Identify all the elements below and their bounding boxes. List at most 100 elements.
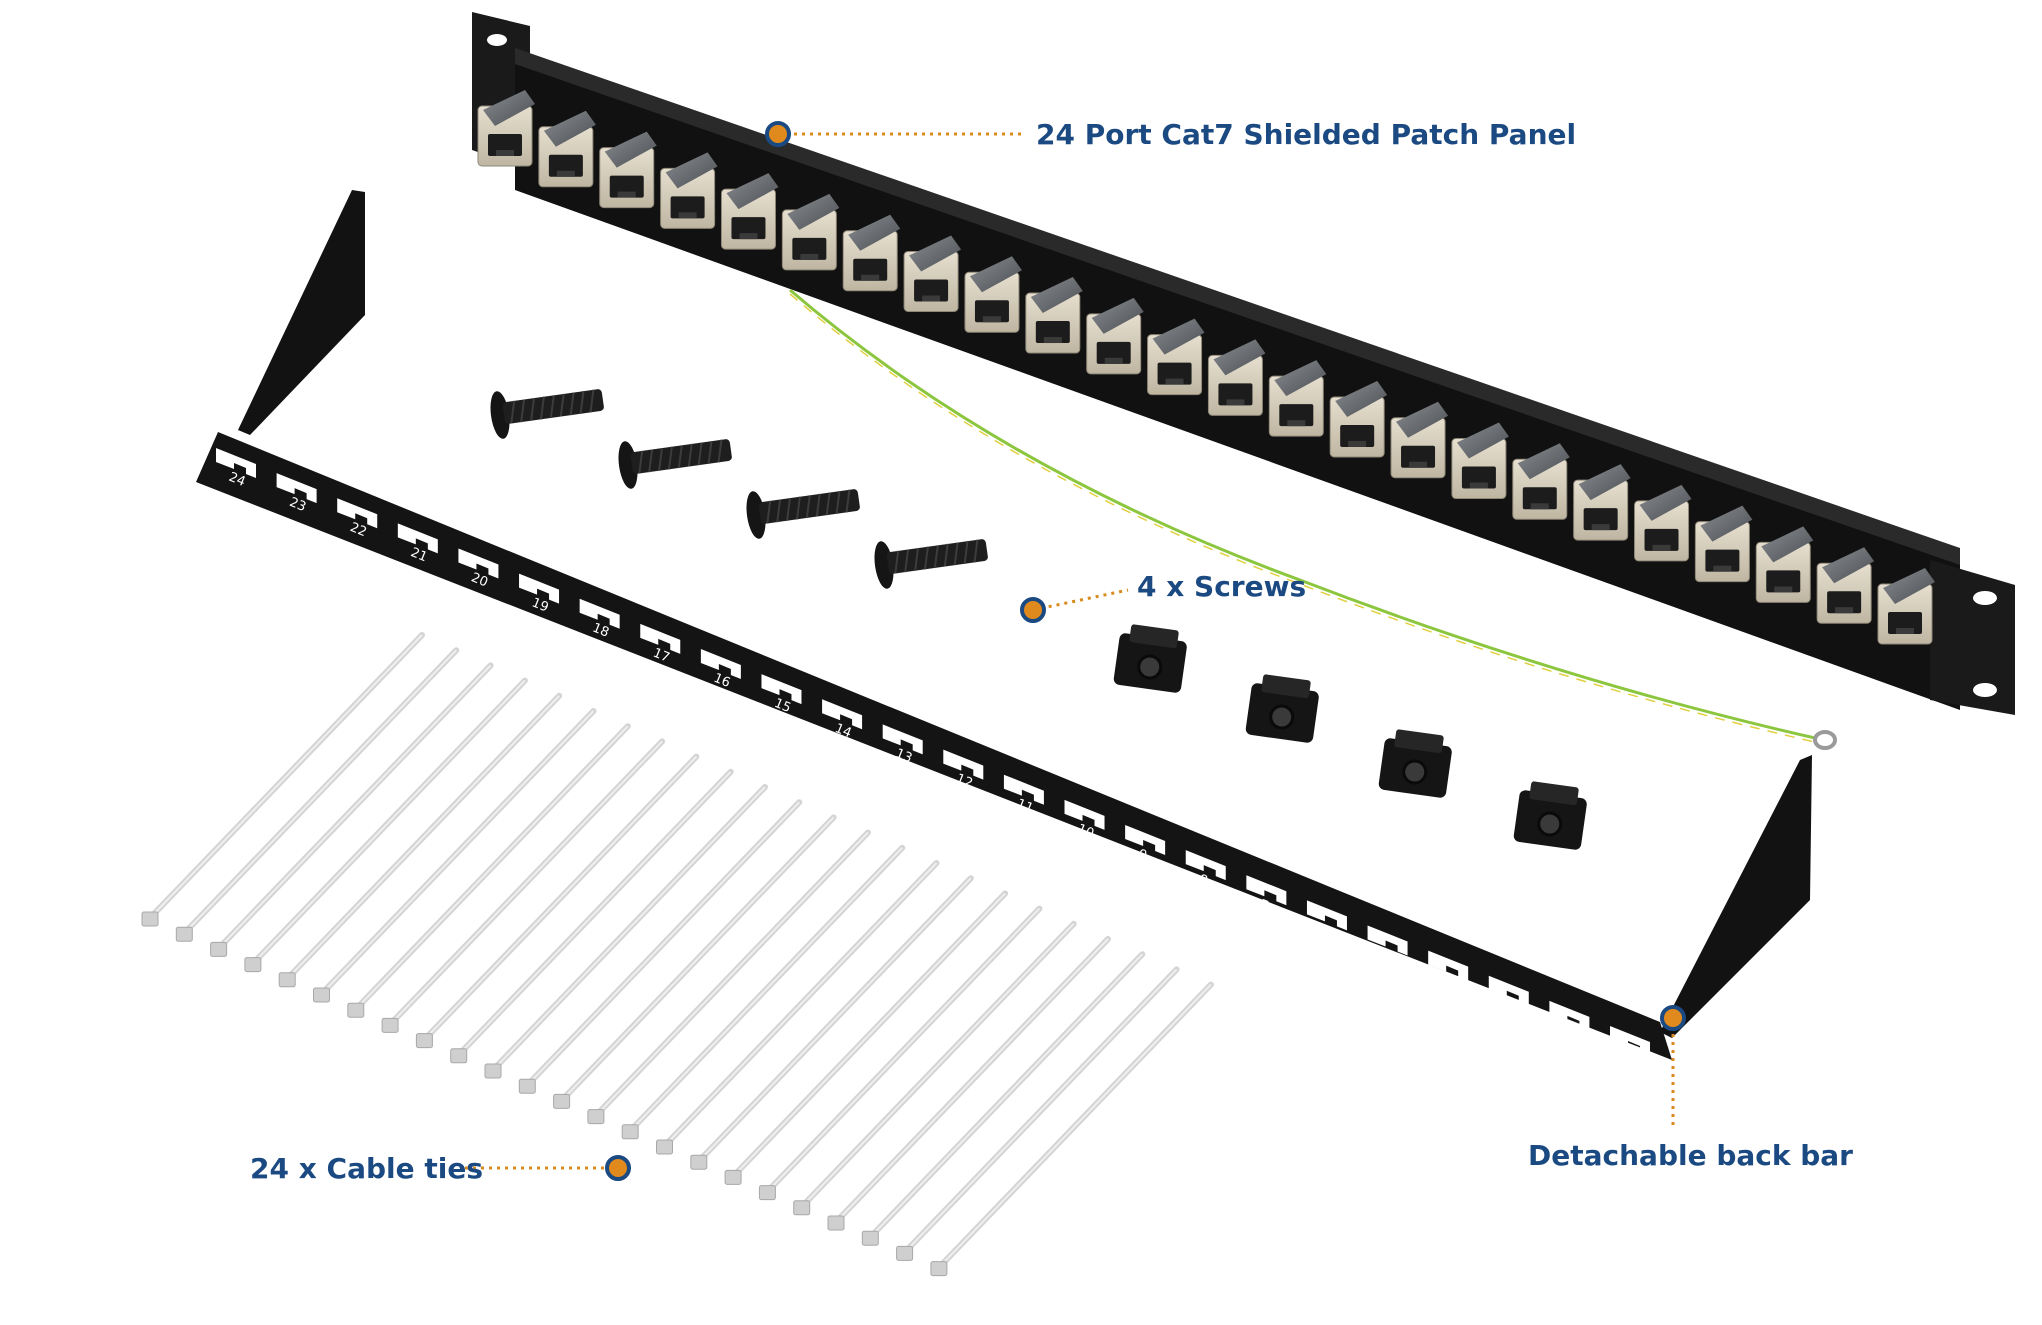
back-bar-port-number: 15 (772, 696, 793, 716)
panel-right-ear-hole (1973, 591, 1997, 605)
back-bar-right-bracket (1660, 755, 1812, 1038)
keystone-jack (1816, 547, 1875, 624)
back-bar-slot: 11 (1003, 774, 1044, 817)
screws-group (490, 389, 988, 589)
keystone-jack (1329, 380, 1388, 458)
back-bar-slot: 18 (579, 598, 620, 641)
ground-lug (1813, 730, 1837, 750)
cable-ties-group (141, 632, 1214, 1277)
keystone-jack (1573, 464, 1631, 541)
keystone-jack (477, 90, 535, 167)
callout-backbar: Detachable back bar (1528, 1005, 1853, 1172)
cage-nut (1245, 674, 1319, 743)
screw (746, 489, 860, 539)
cable-tie (758, 905, 1043, 1201)
keystone-jack (1755, 526, 1814, 603)
cable-tie (587, 829, 871, 1125)
callout-marker (1020, 597, 1046, 623)
back-bar-port-number: 16 (711, 671, 732, 691)
cable-tie (861, 951, 1146, 1246)
back-bar-slot: 19 (519, 573, 560, 616)
back-bar-port-number: 3 (1499, 998, 1512, 1015)
screw (874, 539, 988, 589)
cable-tie (450, 768, 734, 1064)
cage-nuts-group (1113, 624, 1587, 850)
cable-tie (415, 753, 700, 1049)
keystone-jack (842, 214, 901, 292)
keystone-jack (1390, 401, 1449, 479)
keystone-jack (1086, 297, 1144, 375)
cable-tie (553, 814, 837, 1109)
back-bar-port-number: 4 (1439, 972, 1452, 989)
back-bar-slot: 13 (882, 724, 923, 766)
back-bar-port-number: 1 (1621, 1048, 1634, 1065)
cable-tie (244, 677, 528, 973)
callout-ties-label: 24 x Cable ties (250, 1152, 483, 1185)
back-bar-port-number: 6 (1317, 922, 1330, 939)
callout-backbar-label: Detachable back bar (1528, 1139, 1853, 1172)
cable-tie (278, 692, 563, 988)
back-bar-port-number: 21 (408, 545, 429, 565)
ground-wire (789, 288, 1837, 750)
callout-marker (765, 121, 791, 147)
back-bar-slot: 16 (700, 649, 741, 691)
cable-tie (175, 647, 460, 942)
callout-panel-label: 24 Port Cat7 Shielded Patch Panel (1036, 118, 1576, 151)
keystone-jack (538, 110, 596, 188)
back-bar-slot: 15 (761, 674, 802, 716)
back-bar-strip (196, 432, 1672, 1060)
back-bar-slot: 24 (216, 448, 256, 490)
panel-left-ear-hole (487, 34, 507, 46)
callout-panel: 24 Port Cat7 Shielded Patch Panel (765, 118, 1576, 151)
keystone-jack (781, 193, 840, 271)
panel-right-ear (1930, 560, 2015, 715)
keystone-jack (599, 131, 657, 209)
callout-screws-label: 4 x Screws (1137, 570, 1306, 603)
callout-marker (1660, 1005, 1686, 1031)
back-bar-port-number: 11 (1014, 796, 1035, 816)
keystone-jack (1451, 422, 1509, 500)
keystone-jack (1694, 505, 1753, 583)
back-bar-port-number: 19 (530, 595, 551, 615)
callout-ties: 24 x Cable ties (250, 1152, 631, 1185)
panel-right-ear-hole (1973, 683, 1997, 697)
back-bar-port-number: 7 (1257, 897, 1270, 914)
back-bar-port-number: 2 (1560, 1023, 1573, 1040)
cable-tie (141, 632, 425, 927)
cable-tie (793, 920, 1077, 1216)
cable-tie (896, 966, 1180, 1261)
keystone-jack (1268, 360, 1327, 437)
back-bar-slot: 12 (943, 749, 984, 791)
back-bar-slot: 14 (822, 699, 863, 741)
back-bar-port-number: 24 (227, 470, 248, 490)
keystone-row (477, 90, 1935, 645)
back-bar-slot: 22 (337, 498, 378, 540)
cable-tie (724, 890, 1009, 1185)
back-bar-port-number: 5 (1378, 947, 1391, 964)
keystone-jack (660, 152, 718, 229)
keystone-jack (964, 256, 1022, 333)
cable-tie (484, 784, 768, 1079)
back-bar-left-bracket (238, 190, 365, 435)
panel-top-edge (515, 48, 1960, 565)
cage-nut (1113, 624, 1187, 693)
cable-tie (210, 662, 494, 957)
back-bar-port-number: 20 (469, 570, 490, 590)
cable-tie (313, 708, 597, 1003)
cable-tie (347, 723, 631, 1018)
back-bar-slot: 17 (640, 623, 681, 666)
cable-tie (656, 860, 940, 1155)
callout-screws: 4 x Screws (1020, 570, 1306, 623)
keystone-jack (1634, 484, 1692, 562)
back-bar-port-number: 22 (348, 520, 369, 540)
cable-tie (621, 844, 906, 1140)
keystone-jack (1207, 339, 1266, 416)
keystone-jack (1025, 277, 1083, 354)
keystone-jack (1877, 568, 1935, 645)
patch-panel (472, 12, 2015, 715)
screw (618, 439, 732, 489)
